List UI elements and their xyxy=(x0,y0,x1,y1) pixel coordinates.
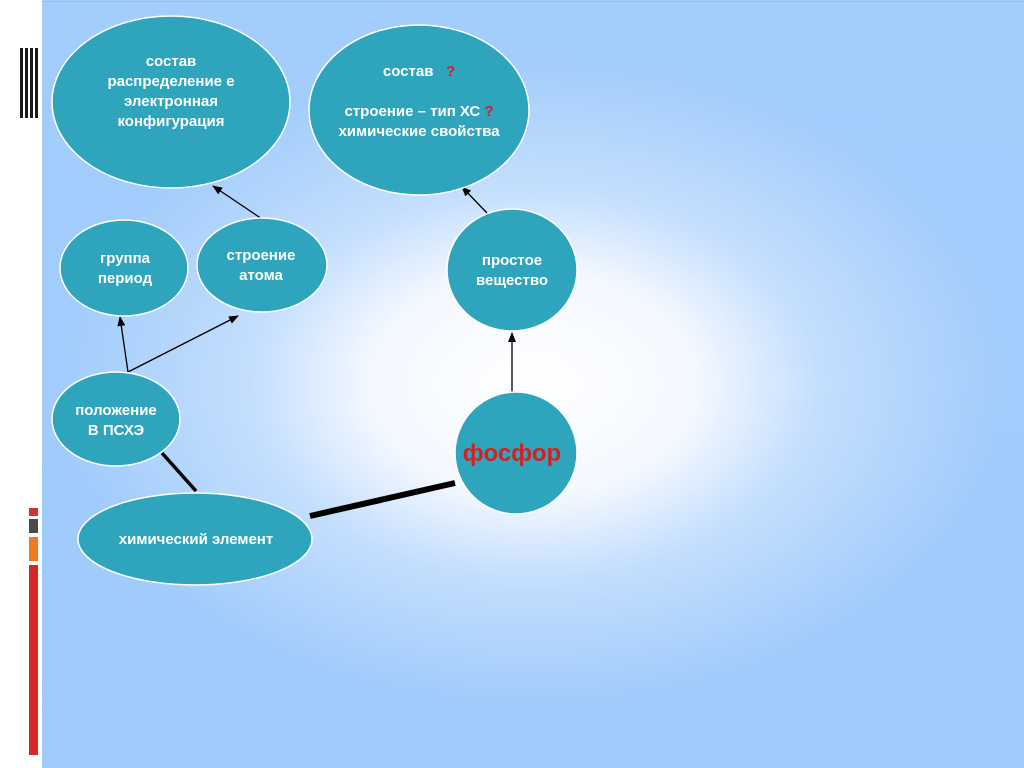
label-line: В ПСХЭ xyxy=(87,422,145,439)
label-composition-structure: состав ? строение – тип ХС ? химические … xyxy=(314,60,524,144)
label-line: период xyxy=(97,270,153,287)
node-group-period xyxy=(59,219,189,317)
arrow-position-to-atom xyxy=(127,315,239,373)
top-edge-line xyxy=(42,1,1024,2)
connector-element-phosphorus xyxy=(309,480,456,519)
label-line: конфигурация xyxy=(117,113,225,130)
decor-square-red xyxy=(29,508,38,516)
label-position: положение В ПСХЭ xyxy=(60,400,172,442)
decor-bar-black-1 xyxy=(20,48,23,118)
label-line: химические свойства xyxy=(338,123,500,140)
label-line: распределение е xyxy=(107,73,235,90)
question-mark: ? xyxy=(445,63,456,80)
node-phosphorus xyxy=(454,391,578,515)
label-line: положение xyxy=(75,402,157,419)
decor-bar-black-3 xyxy=(30,48,33,118)
label-phosphorus: фосфор xyxy=(462,440,562,467)
node-composition-distribution xyxy=(51,15,291,189)
label-line: строение – тип ХС ? xyxy=(344,102,493,122)
node-atom-structure xyxy=(196,217,328,313)
label-line: вещество xyxy=(475,272,549,289)
node-simple-substance xyxy=(446,208,578,332)
label-line: атома xyxy=(239,267,283,284)
decor-square-gray xyxy=(29,519,38,533)
decor-bar-black-2 xyxy=(25,48,28,118)
label-line: группа xyxy=(99,250,151,267)
decor-bar-black-4 xyxy=(35,48,38,118)
node-chemical-element xyxy=(77,492,313,586)
label-simple-substance: простое вещество xyxy=(457,250,567,292)
label-line: электронная xyxy=(124,93,218,110)
arrow-simple-to-composition xyxy=(461,186,488,214)
label-text: состав xyxy=(382,63,434,80)
label-group-period: группа период xyxy=(70,248,180,290)
decor-bar-red xyxy=(29,565,38,755)
question-mark: ? xyxy=(484,103,494,120)
arrow-position-to-group xyxy=(117,316,129,373)
label-composition-distribution: состав распределение е электронная конфи… xyxy=(62,50,280,134)
node-composition-structure xyxy=(308,24,530,196)
arrow-atom-to-composition xyxy=(212,185,266,222)
label-line: простое xyxy=(481,252,543,269)
decor-square-orange xyxy=(29,537,38,561)
connector-element-position xyxy=(160,451,198,493)
label-atom-structure: строение атома xyxy=(206,245,316,287)
node-position xyxy=(51,371,181,467)
label-line: состав ? xyxy=(383,62,455,82)
label-text: строение – тип ХС xyxy=(344,103,481,120)
label-chemical-element: химический элемент xyxy=(118,531,274,548)
label-line: строение xyxy=(226,247,296,264)
label-line: состав xyxy=(145,53,197,70)
